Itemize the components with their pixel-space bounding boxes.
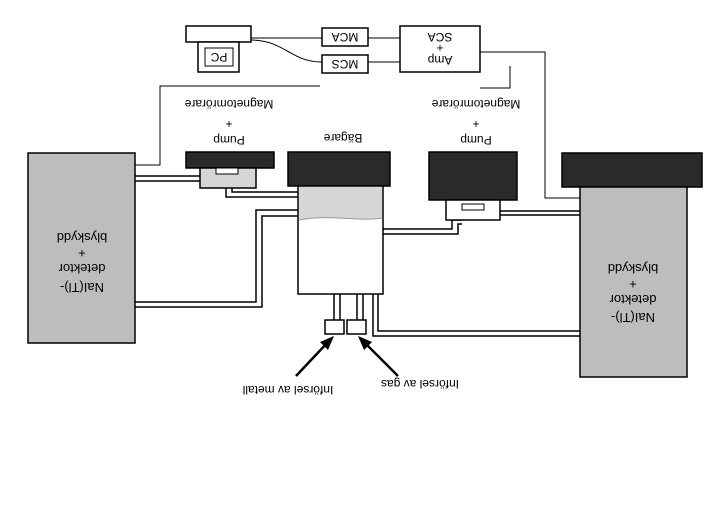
vessel-label: Bägare — [323, 131, 362, 145]
pc-monitor — [185, 25, 252, 43]
right-detector: NaI(Tl)- detektor + blyskydd — [561, 152, 703, 378]
right-pump: Magnetomrörare + Pump — [428, 97, 520, 221]
left-detector-line3: + — [78, 246, 86, 261]
right-detector-line3: + — [629, 277, 637, 292]
pc-label: PC — [210, 50, 227, 64]
gas-inlet-label: Införsel av gas — [381, 377, 459, 391]
mca-label: MCA — [332, 30, 359, 44]
gas-inlet-arrow — [363, 341, 399, 377]
mcs-label: MCS — [332, 57, 359, 71]
metal-arrow-head — [320, 336, 334, 350]
vessel-lid — [287, 151, 391, 187]
left-detector-line4: blyskydd — [57, 230, 108, 245]
inlet-arrows — [295, 336, 399, 377]
gas-arrow-head — [358, 336, 372, 350]
metal-inlet-label: Införsel av metall — [243, 383, 334, 397]
mcs-unit: MCS — [321, 54, 369, 74]
left-pump-plus: + — [225, 117, 232, 131]
metal-inlet-port — [324, 319, 345, 335]
sca-amp-unit: SCA + Amp — [399, 25, 481, 73]
right-pump-title: Magnetomrörare — [431, 97, 520, 111]
left-detector: NaI(Tl)- detektor + blyskydd — [27, 152, 136, 344]
inlet-ports — [324, 319, 367, 335]
vessel-liquid — [299, 187, 382, 220]
left-detector-line2: detektor — [58, 261, 106, 276]
right-detector-line4: blyskydd — [608, 261, 659, 276]
vessel: Bägare — [287, 131, 391, 295]
right-detector-line2: detektor — [609, 292, 657, 307]
left-pump-name: Pump — [213, 133, 245, 147]
left-pump-title: Magnetomrörare — [184, 97, 273, 111]
tubing — [69, 37, 641, 337]
sca-plus-label: + — [436, 41, 443, 55]
gas-inlet-port — [346, 319, 367, 335]
mca-unit: MCA — [321, 27, 369, 47]
sca-label: SCA — [428, 30, 453, 44]
right-pump-plus: + — [472, 117, 479, 131]
left-detector-line1: NaI(Tl)- — [60, 280, 104, 295]
pc-label-box — [204, 47, 234, 67]
metal-inlet-arrow — [295, 341, 329, 377]
pc-unit: PC — [185, 25, 252, 73]
amp-label: Amp — [427, 53, 452, 67]
left-pump: Magnetomrörare + Pump — [184, 97, 275, 189]
right-pump-name: Pump — [460, 133, 492, 147]
right-detector-line1: NaI(Tl)- — [611, 310, 655, 325]
